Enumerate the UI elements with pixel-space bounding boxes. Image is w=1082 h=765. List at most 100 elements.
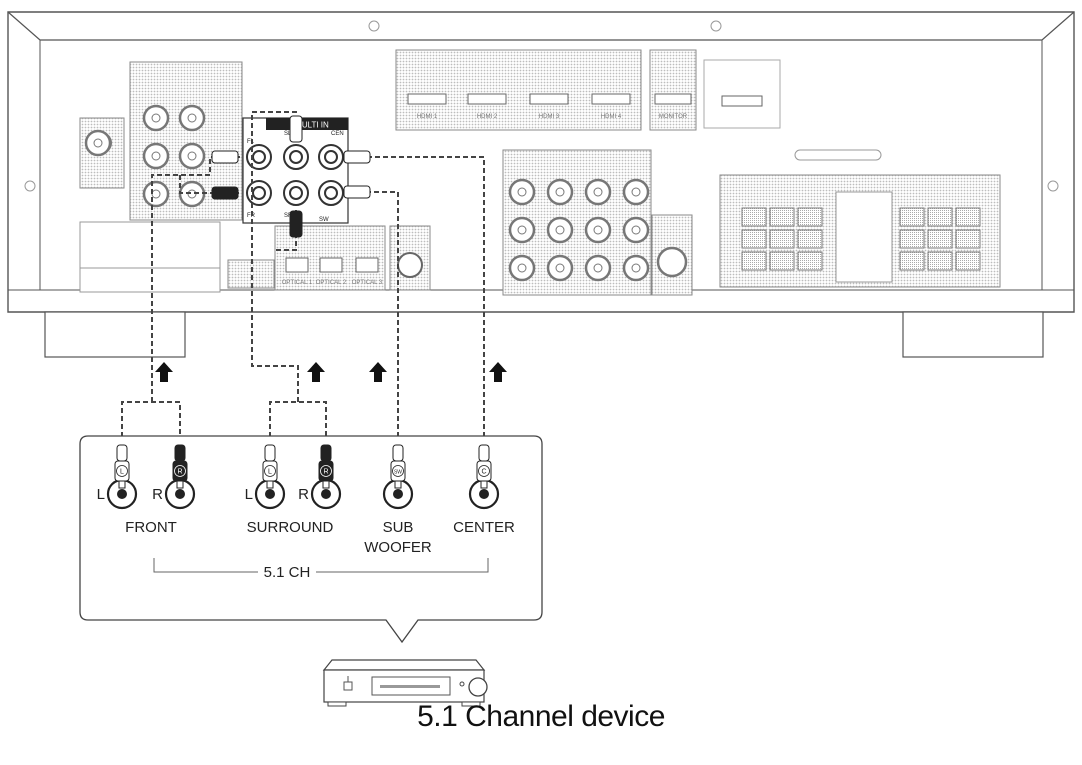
plug-badge: [264, 465, 276, 477]
analog-jack-core: [151, 113, 161, 123]
jack-side-label: L: [97, 486, 105, 503]
cable-line: [368, 156, 485, 445]
video-jack-core: [555, 225, 565, 235]
speaker-terminal: [899, 207, 925, 227]
group-label: FRONT: [125, 519, 177, 536]
plug-badge: [116, 465, 128, 477]
source-jack-core: [265, 489, 275, 499]
optical-label: OPTICAL 1: [282, 280, 313, 286]
plug-letter: L: [120, 469, 124, 476]
video-jack: [656, 246, 688, 278]
jack-side-label: L: [245, 486, 253, 503]
upload-arrow-icon: [489, 362, 507, 382]
analog-jack-core: [187, 113, 197, 123]
speaker-terminal: [927, 207, 953, 227]
multi-in-jack-core: [289, 150, 303, 164]
multi-in-jack-core: [252, 150, 266, 164]
plug-letter: R: [177, 469, 182, 476]
speaker-terminal: [955, 207, 981, 227]
plug-tip: [322, 480, 330, 489]
source-jack-core: [321, 489, 331, 499]
plug-badge: [174, 465, 186, 477]
multi-in-label: SR: [284, 213, 293, 219]
speaker-terminal: [899, 229, 925, 249]
cables: [121, 111, 485, 445]
device-icon: [322, 659, 488, 707]
right-foot: [902, 311, 1044, 358]
plug-cap: [116, 444, 128, 462]
multi-in-jack-core: [252, 186, 266, 200]
speaker-terminal: [769, 207, 795, 227]
upload-arrow-icon: [369, 362, 387, 382]
left-foot: [44, 311, 186, 358]
video-jack-core: [517, 225, 527, 235]
cable-line: [269, 401, 327, 445]
plug-tip: [266, 480, 274, 489]
multi-in-label: SW: [319, 217, 329, 223]
jack-side-label: R: [152, 486, 163, 503]
receiver-plug: [289, 115, 303, 143]
hdmi-label: HDMI 1: [417, 114, 438, 120]
plug-letter: R: [323, 469, 328, 476]
speaker-terminal: [769, 229, 795, 249]
group-label: WOOFER: [364, 539, 432, 556]
plug-letter: SW: [394, 470, 402, 476]
speaker-terminal: [741, 207, 767, 227]
speaker-terminal: [797, 229, 823, 249]
plug-letter: C: [481, 469, 486, 476]
multi-in-label: CEN: [331, 131, 344, 137]
plug-badge: [392, 465, 404, 477]
analog-jack-core: [187, 151, 197, 161]
multi-in-heading: MULTI IN: [295, 121, 329, 130]
upload-arrow-icon: [307, 362, 325, 382]
signal-arrows: [155, 362, 507, 382]
plug-cap: [264, 444, 276, 462]
speaker-terminal: [955, 251, 981, 271]
video-jack-core: [555, 263, 565, 273]
video-jack-core: [517, 263, 527, 273]
bracket-label: 5.1 CH: [264, 564, 311, 581]
speaker-terminal: [927, 251, 953, 271]
video-jack-core: [517, 187, 527, 197]
cable-line: [276, 210, 297, 251]
receiver-plug: [211, 150, 239, 164]
plug-cap: [392, 444, 404, 462]
upload-arrow-icon: [155, 362, 173, 382]
multi-in-jack-core: [324, 186, 338, 200]
video-jack-core: [593, 225, 603, 235]
video-jack-core: [555, 187, 565, 197]
video-jack-core: [631, 225, 641, 235]
plug-cap: [478, 444, 490, 462]
plug-cap: [174, 444, 186, 462]
analog-jack-core: [93, 138, 103, 148]
speaker-terminal: [797, 207, 823, 227]
plug-tip: [118, 480, 126, 489]
multi-in-jack-core: [289, 186, 303, 200]
receiver-plug: [211, 186, 239, 200]
ch-bracket: [153, 558, 489, 573]
speaker-terminal: [797, 251, 823, 271]
receiver-plug: [343, 185, 371, 199]
caption: 5.1 Channel device: [417, 700, 665, 733]
plug-cap: [320, 444, 332, 462]
source-jack-core: [117, 489, 127, 499]
speaker-terminal: [741, 229, 767, 249]
jack-side-label: R: [298, 486, 309, 503]
speaker-terminal: [899, 251, 925, 271]
receiver-plug: [289, 210, 303, 238]
speaker-terminal: [741, 251, 767, 271]
speaker-terminal: [955, 229, 981, 249]
plug-tip: [394, 480, 402, 489]
multi-in-label: SL: [284, 131, 292, 137]
hdmi-label: MONITOR: [659, 114, 688, 120]
video-jack-core: [631, 187, 641, 197]
video-jack-core: [593, 187, 603, 197]
source-callout: [79, 435, 543, 644]
video-jack-core: [631, 263, 641, 273]
speaker-terminals: [719, 149, 1001, 288]
